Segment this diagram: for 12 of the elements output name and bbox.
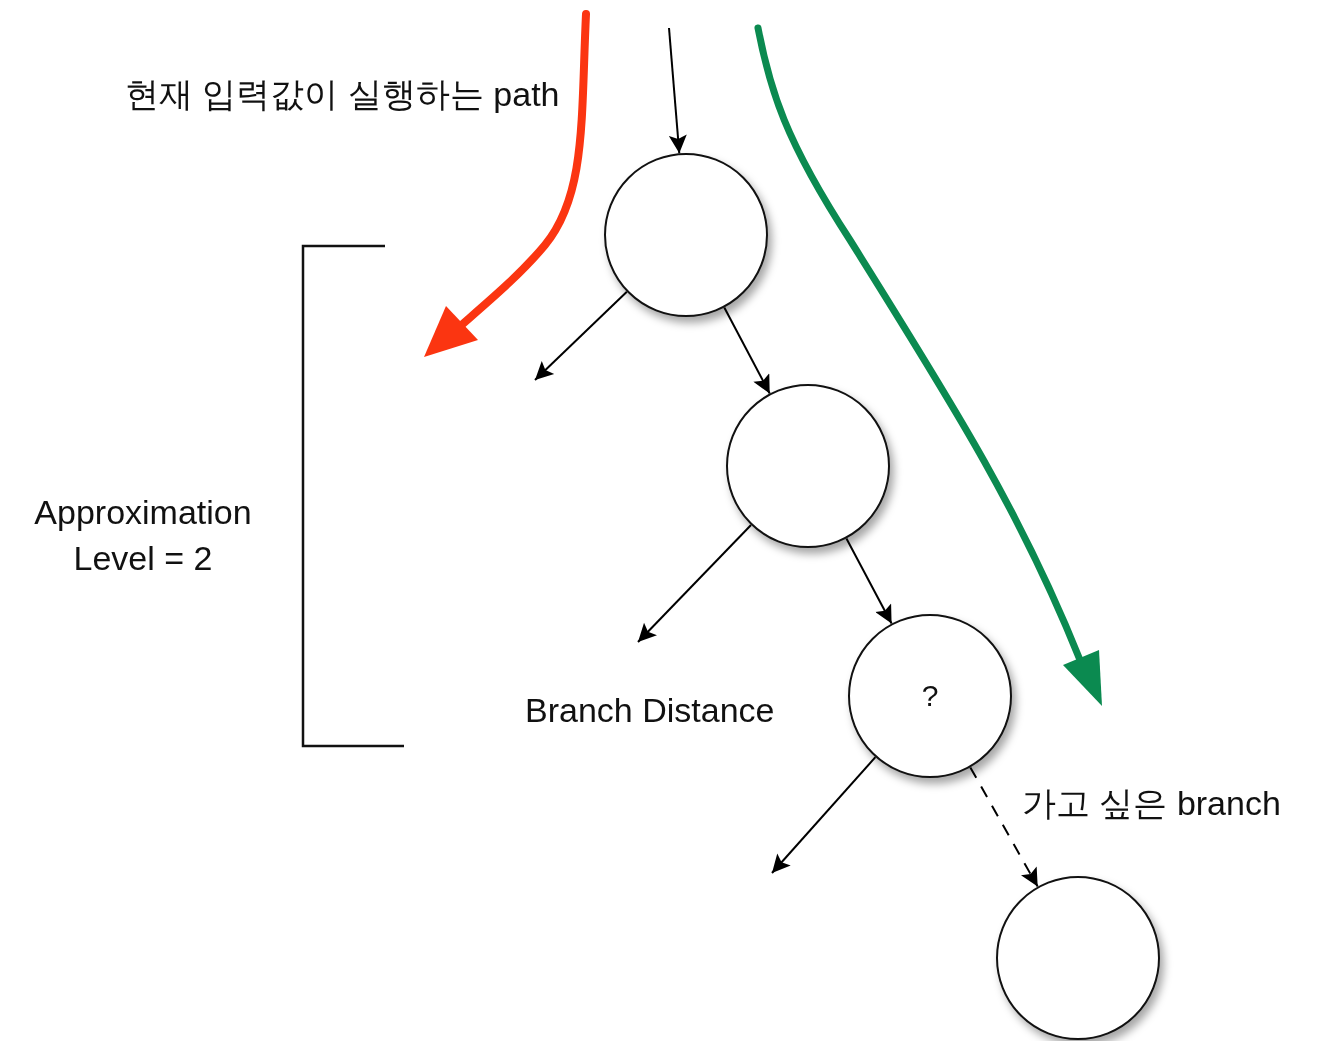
annotation-text: 가고 싶은 branch	[1022, 783, 1281, 824]
arrow	[637, 524, 753, 643]
annotation-text: Branch Distance	[525, 690, 775, 731]
annotation-text: Approximation Level = 2	[33, 492, 253, 579]
arrow	[845, 537, 893, 625]
node-label: ?	[921, 679, 939, 713]
arrow	[969, 766, 1039, 888]
annotation-text: 현재 입력값이 실행하는 path	[125, 74, 560, 115]
arrow	[723, 306, 771, 395]
arrow	[771, 756, 877, 874]
arrow	[668, 27, 687, 155]
arrow	[534, 290, 628, 381]
